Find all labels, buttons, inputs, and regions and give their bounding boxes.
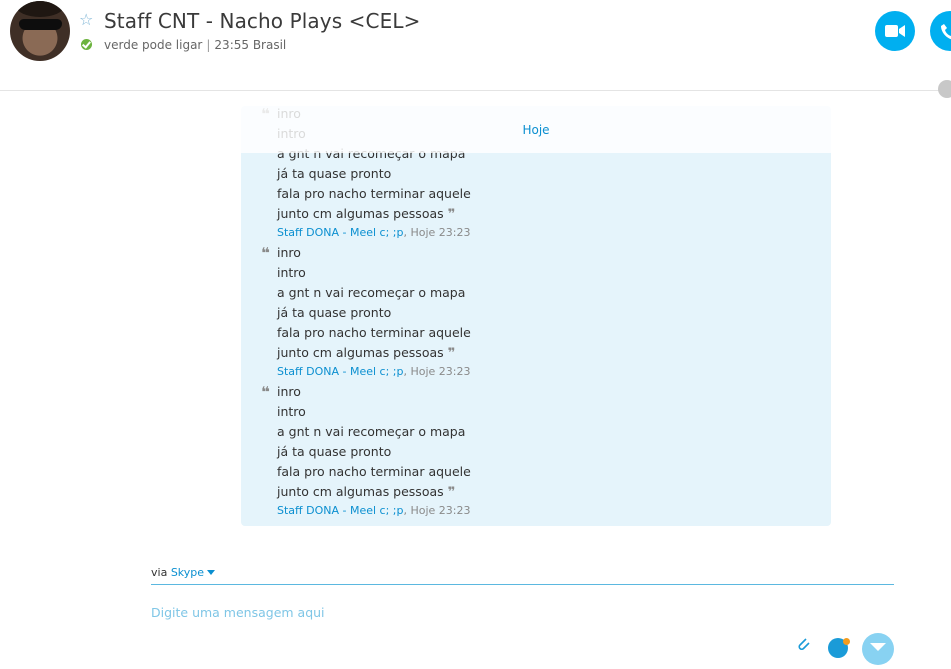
- message-meta: Staff DONA - Meel c; ;p, Hoje 23:23: [261, 502, 471, 520]
- message-line: a gnt n vai recomeçar o mapa: [277, 424, 466, 439]
- message-time: , Hoje 23:23: [403, 504, 471, 517]
- quote-open-icon: ❝: [261, 383, 270, 401]
- quote-open-icon: ❝: [261, 244, 270, 262]
- message-input[interactable]: [151, 601, 851, 623]
- message-line: já ta quase pronto: [277, 305, 392, 320]
- message-line: a gnt n vai recomeçar o mapa: [277, 285, 466, 300]
- date-label: Hoje: [522, 123, 550, 137]
- chat-message[interactable]: ❝ inro intro a gnt n vai recomeçar o map…: [261, 243, 471, 381]
- chat-message[interactable]: ❝ inro intro a gnt n vai recomeçar o map…: [261, 382, 471, 520]
- send-via-selector[interactable]: via Skype: [151, 566, 216, 579]
- online-status-icon: [81, 39, 92, 50]
- emoji-icon[interactable]: [828, 638, 850, 658]
- send-button[interactable]: [862, 633, 894, 665]
- message-line: junto cm algumas pessoas❞: [261, 343, 471, 363]
- local-time: 23:55 Brasil: [214, 38, 287, 52]
- audio-call-button[interactable]: [930, 11, 951, 51]
- message-line: fala pro nacho terminar aquele: [277, 464, 471, 479]
- message-line: intro: [277, 404, 306, 419]
- message-line: inro: [277, 245, 301, 260]
- quote-close-icon: ❞: [447, 485, 456, 500]
- quote-close-icon: ❞: [447, 207, 456, 222]
- composer-divider: [151, 584, 894, 585]
- message-line-text: junto cm algumas pessoas: [277, 484, 444, 499]
- via-service[interactable]: Skype: [170, 566, 205, 579]
- via-label: via: [151, 566, 168, 579]
- avatar-sunglasses: [19, 19, 62, 30]
- mood-message: verde pode ligar: [104, 38, 203, 52]
- message-line-text: junto cm algumas pessoas: [277, 345, 444, 360]
- message-line: já ta quase pronto: [277, 166, 392, 181]
- favorite-star-icon[interactable]: ☆: [79, 10, 94, 29]
- conversation-header: ☆ Staff CNT - Nacho Plays <CEL> verde po…: [0, 0, 951, 91]
- message-line: junto cm algumas pessoas❞: [261, 204, 471, 224]
- message-line: inro: [277, 384, 301, 399]
- message-line: intro: [277, 265, 306, 280]
- quote-close-icon: ❞: [447, 346, 456, 361]
- status-separator: |: [206, 38, 211, 52]
- attach-file-icon[interactable]: [795, 636, 811, 652]
- video-call-icon: [885, 25, 905, 37]
- message-author[interactable]: Staff DONA - Meel c; ;p: [277, 365, 404, 378]
- video-call-button[interactable]: [875, 11, 915, 51]
- message-time: , Hoje 23:23: [403, 365, 471, 378]
- message-group: [241, 106, 831, 526]
- message-line-text: junto cm algumas pessoas: [277, 206, 444, 221]
- audio-call-icon: [941, 24, 951, 40]
- chevron-down-icon[interactable]: [207, 570, 216, 575]
- send-icon: [870, 643, 886, 651]
- contact-name[interactable]: Staff CNT - Nacho Plays <CEL>: [104, 9, 421, 33]
- message-line: já ta quase pronto: [277, 444, 392, 459]
- message-line: junto cm algumas pessoas❞: [261, 482, 471, 502]
- message-line: fala pro nacho terminar aquele: [277, 186, 471, 201]
- message-meta: Staff DONA - Meel c; ;p, Hoje 23:23: [261, 224, 471, 242]
- add-people-icon[interactable]: [938, 80, 951, 98]
- message-time: , Hoje 23:23: [403, 226, 471, 239]
- message-meta: Staff DONA - Meel c; ;p, Hoje 23:23: [261, 363, 471, 381]
- message-author[interactable]: Staff DONA - Meel c; ;p: [277, 226, 404, 239]
- message-author[interactable]: Staff DONA - Meel c; ;p: [277, 504, 404, 517]
- message-line: fala pro nacho terminar aquele: [277, 325, 471, 340]
- contact-status-line: verde pode ligar|23:55 Brasil: [104, 38, 286, 52]
- avatar-hair: [16, 1, 64, 17]
- date-divider: Hoje: [241, 104, 831, 153]
- contact-avatar[interactable]: [10, 1, 70, 61]
